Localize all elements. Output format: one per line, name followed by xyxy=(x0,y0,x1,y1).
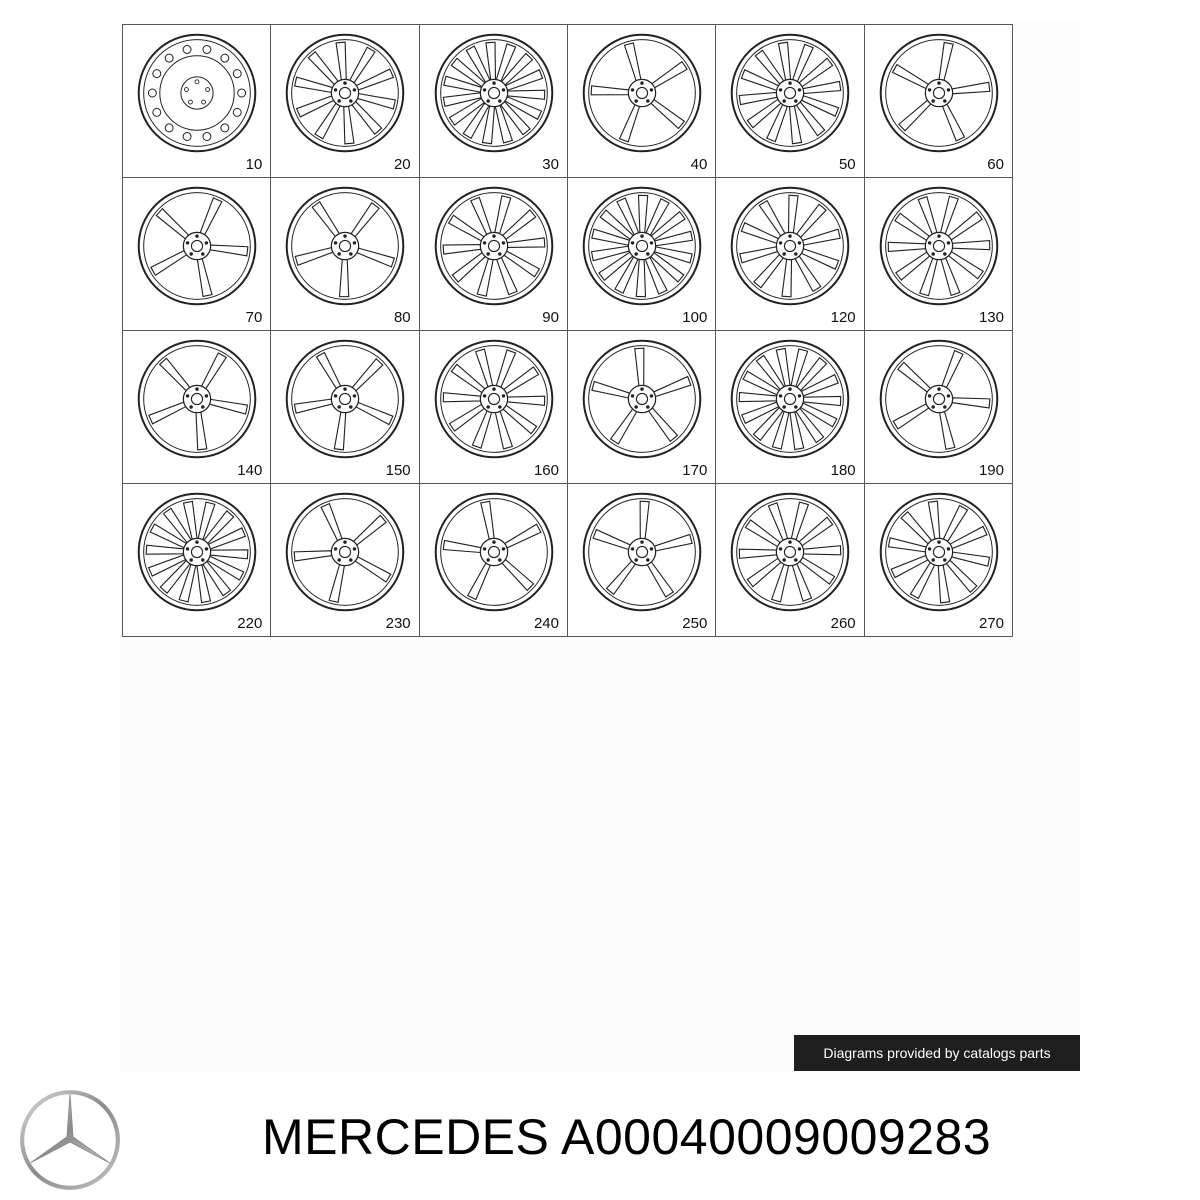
wheel-position-label: 270 xyxy=(978,615,1004,632)
wheel-cell[interactable]: 100 xyxy=(567,178,717,331)
wheel-position-label: 180 xyxy=(830,462,856,479)
wheel-cell[interactable]: 130 xyxy=(864,178,1013,331)
wheel-cell[interactable]: 260 xyxy=(716,484,865,637)
wheel-position-label: 70 xyxy=(245,309,263,326)
wheel-position-label: 230 xyxy=(385,615,411,632)
wheel-diagram-icon xyxy=(286,186,405,306)
wheel-position-label: 170 xyxy=(682,462,708,479)
wheel-cell[interactable]: 220 xyxy=(123,484,272,637)
wheel-cell[interactable]: 170 xyxy=(567,331,717,484)
wheel-cell[interactable]: 270 xyxy=(864,484,1013,637)
wheel-cell[interactable]: 70 xyxy=(123,178,272,331)
wheel-diagram-icon xyxy=(731,186,850,306)
wheel-diagram-icon xyxy=(731,339,850,459)
wheel-position-label: 20 xyxy=(393,156,411,173)
wheel-cell[interactable]: 180 xyxy=(716,331,865,484)
wheel-position-label: 140 xyxy=(237,462,263,479)
wheel-position-label: 10 xyxy=(245,156,263,173)
wheel-diagram-icon xyxy=(879,492,998,612)
diagram-empty-area xyxy=(120,640,1080,1072)
wheel-position-label: 240 xyxy=(533,615,559,632)
wheel-position-label: 50 xyxy=(838,156,856,173)
wheel-cell[interactable]: 50 xyxy=(716,25,865,178)
wheel-position-label: 260 xyxy=(830,615,856,632)
wheel-diagram-icon xyxy=(434,492,553,612)
wheel-cell[interactable]: 240 xyxy=(419,484,568,637)
wheel-diagram-icon xyxy=(137,492,257,612)
wheel-cell[interactable]: 250 xyxy=(567,484,717,637)
wheel-cell[interactable]: 230 xyxy=(271,484,420,637)
mercedes-star-icon xyxy=(20,1090,120,1190)
wheel-diagram-icon xyxy=(879,33,998,153)
wheel-cell[interactable]: 40 xyxy=(567,25,717,178)
wheel-diagram-icon xyxy=(434,339,553,459)
wheel-cell[interactable]: 30 xyxy=(419,25,568,178)
wheel-diagram-icon xyxy=(731,33,850,153)
wheel-position-label: 130 xyxy=(978,309,1004,326)
wheel-position-label: 80 xyxy=(393,309,411,326)
wheel-cell[interactable]: 60 xyxy=(864,25,1013,178)
wheel-cell[interactable]: 190 xyxy=(864,331,1013,484)
wheel-diagram-icon xyxy=(286,33,405,153)
wheel-diagram-icon xyxy=(286,339,405,459)
wheel-position-label: 160 xyxy=(533,462,559,479)
wheel-position-label: 40 xyxy=(690,156,708,173)
wheel-cell[interactable]: 20 xyxy=(271,25,420,178)
wheel-diagram-icon xyxy=(582,33,702,153)
wheel-diagram-icon xyxy=(582,186,702,306)
wheel-diagram-icon xyxy=(731,492,850,612)
wheel-position-label: 60 xyxy=(987,156,1004,173)
wheel-position-label: 220 xyxy=(237,615,263,632)
wheel-diagram-icon xyxy=(137,33,257,153)
wheel-diagram-icon xyxy=(286,492,405,612)
wheel-position-label: 190 xyxy=(978,462,1004,479)
wheel-cell[interactable]: 150 xyxy=(271,331,420,484)
wheel-position-label: 250 xyxy=(682,615,708,632)
wheel-position-label: 30 xyxy=(542,156,559,173)
wheel-position-label: 100 xyxy=(682,309,708,326)
wheel-position-label: 150 xyxy=(385,462,411,479)
wheel-cell[interactable]: 140 xyxy=(123,331,272,484)
part-number-title: MERCEDES A00040009009283 xyxy=(262,1109,992,1165)
wheel-position-label: 90 xyxy=(542,309,559,326)
wheel-cell[interactable]: 160 xyxy=(419,331,568,484)
wheel-diagram-icon xyxy=(434,33,553,153)
wheel-diagram-icon xyxy=(582,492,702,612)
wheel-cell[interactable]: 80 xyxy=(271,178,420,331)
wheel-cell[interactable]: 120 xyxy=(716,178,865,331)
wheel-cell[interactable]: 90 xyxy=(419,178,568,331)
wheel-diagram-icon xyxy=(879,186,998,306)
wheel-cell[interactable]: 10 xyxy=(123,25,272,178)
wheel-diagram-icon xyxy=(137,186,257,306)
wheel-diagram-icon xyxy=(137,339,257,459)
wheel-diagram-icon xyxy=(434,186,553,306)
watermark-banner: Diagrams provided by catalogs parts xyxy=(794,1035,1080,1071)
wheel-position-label: 120 xyxy=(830,309,856,326)
wheel-diagram-icon xyxy=(879,339,998,459)
wheel-diagram-icon xyxy=(582,339,702,459)
wheel-grid: 10 20 30 40 50 60 70 80 90 100 120 130 140 150 160 170 1… xyxy=(122,24,1013,637)
